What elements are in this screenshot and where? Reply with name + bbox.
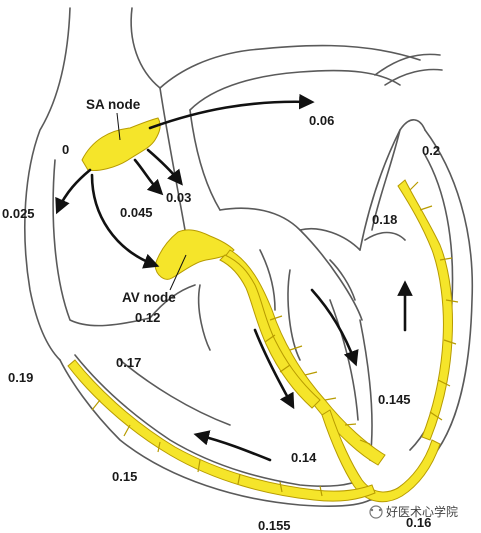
conduction-system — [67, 117, 453, 503]
sa-node-pointer — [116, 112, 121, 141]
purkinje-right-ventricle — [67, 359, 376, 502]
time-0-025: 0.025 — [2, 206, 35, 221]
time-0-17: 0.17 — [116, 355, 141, 370]
arrow-to-av-node — [90, 173, 160, 269]
time-0: 0 — [62, 142, 69, 157]
arrow-short-2 — [146, 148, 183, 186]
time-0-03: 0.03 — [166, 190, 191, 205]
time-0-15: 0.15 — [112, 469, 137, 484]
purkinje-left-lateral — [397, 179, 453, 441]
time-0-045: 0.045 — [120, 205, 153, 220]
time-0-14: 0.14 — [291, 450, 317, 465]
watermark-logo-icon — [369, 505, 383, 519]
activation-arrows — [55, 93, 413, 462]
time-0-18: 0.18 — [372, 212, 397, 227]
watermark-logo-dot — [378, 508, 382, 512]
sa-node-label: SA node — [86, 97, 141, 112]
time-0-06: 0.06 — [309, 113, 334, 128]
time-0-12: 0.12 — [135, 310, 160, 325]
watermark-logo-icon-inner — [370, 508, 374, 512]
watermark: 好医术心学院 — [369, 504, 458, 519]
arrow-to-left-atrium — [148, 93, 315, 130]
sa-node-shape — [81, 117, 161, 171]
time-0-19: 0.19 — [8, 370, 33, 385]
av-node-shape — [154, 229, 235, 280]
av-node-label: AV node — [122, 290, 176, 305]
purkinje-apex — [321, 409, 441, 503]
arrow-short-1 — [133, 158, 164, 196]
purkinje-twigs — [91, 181, 459, 497]
av-node-pointer — [169, 254, 187, 291]
watermark-text: 好医术心学院 — [386, 504, 458, 519]
arrow-septum-right — [253, 328, 295, 410]
time-0-145: 0.145 — [378, 392, 411, 407]
arrow-septum-left — [310, 288, 359, 367]
arrow-down-left — [55, 168, 92, 215]
arrow-apex-left — [193, 430, 272, 462]
time-0-16: 0.16 — [406, 515, 431, 530]
time-0-2: 0.2 — [422, 143, 440, 158]
heart-outline — [24, 7, 474, 507]
right-bundle-branch — [219, 254, 321, 409]
time-0-155: 0.155 — [258, 518, 291, 533]
